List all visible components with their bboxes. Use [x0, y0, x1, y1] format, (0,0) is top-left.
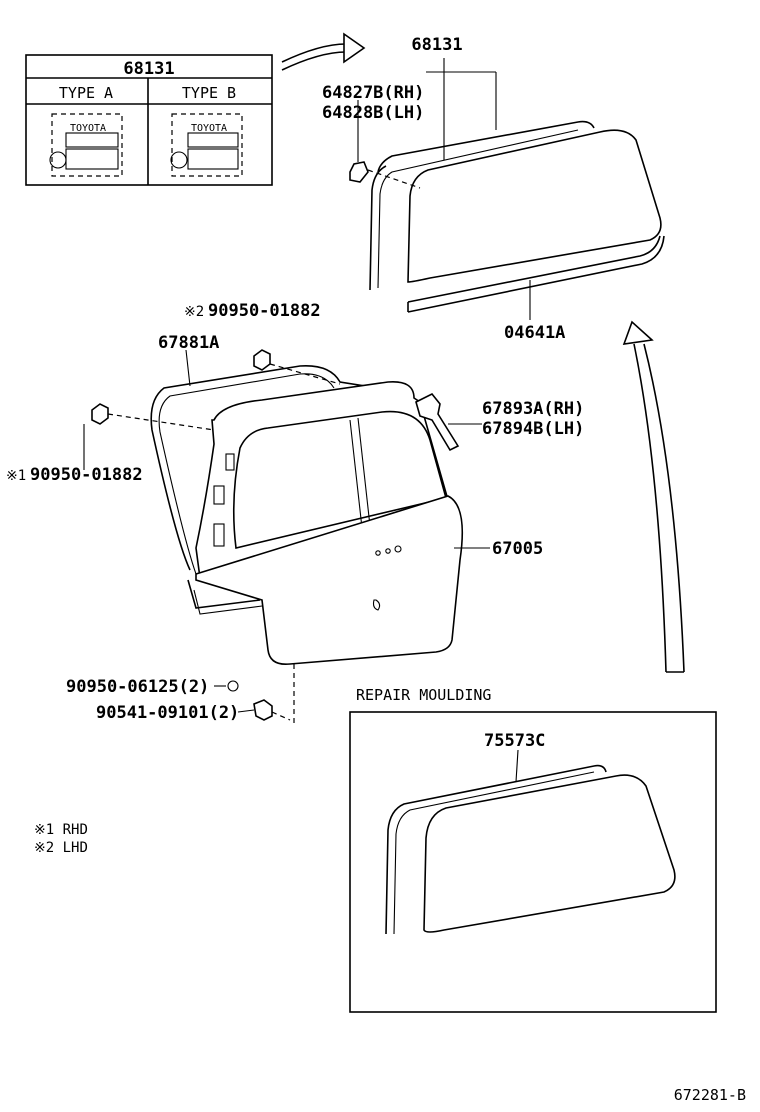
cushion-side-part-number: 90950-01882: [30, 465, 143, 485]
grommet-part-number: 90950-06125(2): [66, 677, 209, 697]
cushion-top-mark: ※2: [184, 304, 204, 320]
type-a-emblem-sketch: TOYOTA: [49, 113, 123, 177]
cushion-top-part-number: 90950-01882: [208, 301, 321, 321]
glass-part-number: 68131: [411, 35, 462, 55]
note-rhd: ※1 RHD: [34, 822, 88, 838]
repair-moulding-box: [349, 711, 717, 1013]
type-table: 68131 TYPE A TYPE B TOYOTA TOYOTA: [25, 54, 273, 186]
cushion-top-icon: [253, 349, 271, 371]
repair-moulding-part-number: 75573C: [484, 731, 545, 751]
lower-moulding-part-number: 04641A: [504, 323, 565, 343]
clip-lh-part-number: 64828B(LH): [322, 103, 424, 123]
hinge-rh-part-number: 67893A(RH): [482, 399, 584, 419]
screw-icon: [253, 699, 273, 721]
hinge-icon: [415, 392, 460, 452]
note-lhd: ※2 LHD: [34, 840, 88, 856]
clip-part-icon: [349, 161, 369, 183]
weatherstrip-part-number: 67881A: [158, 333, 219, 353]
back-door-part-number: 67005: [492, 539, 543, 559]
flow-arrow-icon: [622, 320, 685, 673]
cushion-side-mark: ※1: [6, 468, 26, 484]
hinge-lh-part-number: 67894B(LH): [482, 419, 584, 439]
repair-moulding-title: REPAIR MOULDING: [356, 686, 491, 704]
type-table-part-number: 68131: [123, 59, 174, 79]
back-door-assembly: [83, 349, 490, 726]
type-b-logo-text: TOYOTA: [191, 123, 227, 134]
screw-part-number: 90541-09101(2): [96, 703, 239, 723]
rear-glass-assembly: [349, 58, 665, 320]
clip-rh-part-number: 64827B(RH): [322, 83, 424, 103]
grommet-icon: [227, 680, 239, 692]
cushion-side-icon: [91, 403, 109, 425]
type-a-label: TYPE A: [59, 84, 113, 102]
reference-arrow-icon: [281, 32, 366, 71]
type-b-emblem-sketch: TOYOTA: [170, 113, 243, 177]
figure-id: 672281-B: [674, 1086, 746, 1104]
type-a-logo-text: TOYOTA: [70, 123, 106, 134]
type-b-label: TYPE B: [182, 84, 236, 102]
